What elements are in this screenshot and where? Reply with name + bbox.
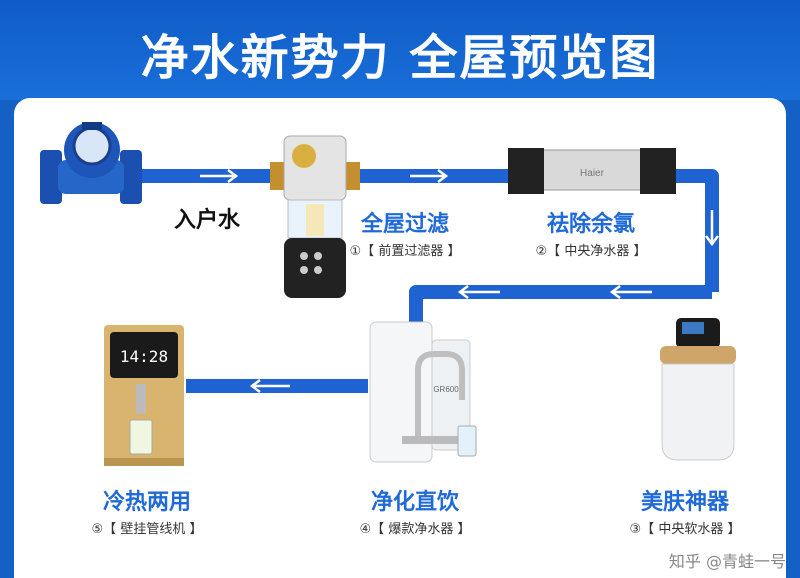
ro-model-label: GR600 — [433, 385, 459, 394]
step-2-title: 祛除余氯 — [546, 212, 635, 237]
step-1-title: 全屋过滤 — [360, 212, 449, 237]
header-banner: 净水新势力 全屋预览图 — [0, 0, 800, 100]
step-5-subtitle: ⑤【 壁挂管线机 】 — [91, 522, 203, 537]
water-meter-icon — [40, 122, 142, 204]
pipe-softener-to-ro — [409, 285, 712, 325]
watermark: 知乎 @青蛙一号 — [668, 552, 786, 571]
central-purifier-brand: Haier — [580, 168, 605, 179]
wall-dispenser-icon: 14:28 — [104, 325, 184, 466]
water-softener-icon — [660, 318, 736, 461]
step-2-subtitle: ②【 中央净水器 】 — [535, 244, 647, 259]
pre-filter-icon — [270, 135, 360, 298]
flow-arrow-2 — [410, 169, 449, 183]
flow-arrow-5 — [457, 285, 500, 299]
step-1-subtitle: ①【 前置过滤器 】 — [349, 244, 461, 259]
flow-arrow-3 — [705, 210, 719, 247]
page-title: 净水新势力 全屋预览图 — [140, 30, 660, 86]
step-3-subtitle: ③【 中央软水器 】 — [629, 522, 741, 537]
flow-arrow-6 — [249, 379, 290, 393]
central-purifier-icon: Haier — [508, 148, 676, 194]
flow-arrow-1 — [200, 169, 239, 183]
step-4-subtitle: ④【 爆款净水器 】 — [359, 522, 471, 537]
ro-purifier-icon: GR600 — [369, 321, 477, 463]
inlet-water-label: 入户水 — [174, 208, 241, 233]
step-3-title: 美肤神器 — [640, 490, 729, 515]
dispenser-clock-display: 14:28 — [120, 347, 168, 366]
flow-arrow-4 — [609, 285, 652, 299]
pipe-central-to-softener — [660, 169, 719, 292]
step-4-title: 净化直饮 — [370, 490, 459, 515]
step-5-title: 冷热两用 — [102, 490, 191, 515]
